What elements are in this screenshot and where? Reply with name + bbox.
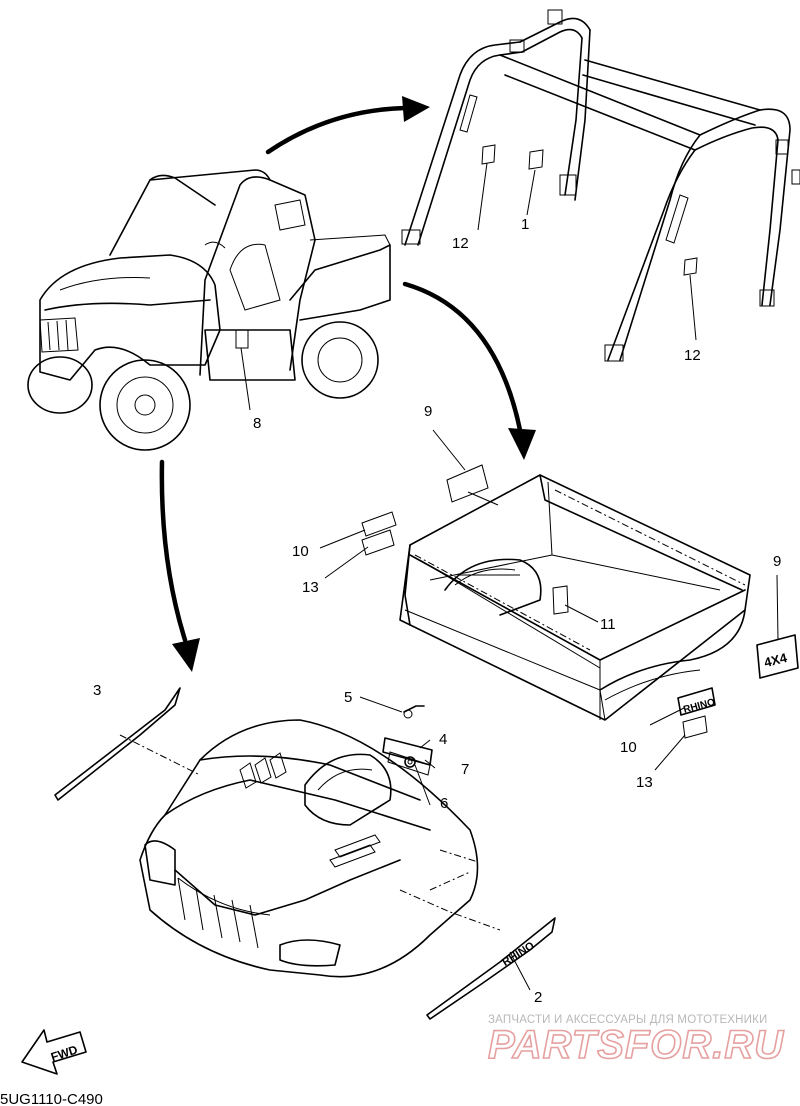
- label-11: 11: [600, 616, 616, 633]
- fwd-arrow: FWD: [21, 1029, 87, 1075]
- part-labels: 1 2 3 4 5 6 7 8 9 9 10 10 11 12 12 13 13: [93, 216, 781, 1006]
- decal-13-right: [682, 715, 708, 739]
- diagram-code: 5UG1110-C490: [0, 1091, 103, 1106]
- label-1: 1: [521, 216, 529, 233]
- label-6: 6: [440, 795, 448, 812]
- decal-8: [235, 329, 249, 349]
- decal-4x4-text: 4X4: [762, 650, 789, 670]
- label-4: 4: [439, 731, 447, 748]
- decal-13-left: [361, 529, 395, 556]
- fwd-text: FWD: [49, 1042, 80, 1064]
- decal-1: [528, 149, 544, 170]
- hood: [139, 719, 479, 978]
- cargo-bed: 4X4 RHINO: [361, 464, 799, 739]
- watermark-brand: PARTSFOR.RU: [488, 1023, 784, 1067]
- decal-rhino-fender-text: RHINO: [682, 697, 716, 716]
- label-13-right: 13: [636, 774, 653, 791]
- roll-cage: [401, 9, 800, 362]
- label-5: 5: [344, 689, 352, 706]
- label-10-right: 10: [620, 739, 637, 756]
- watermark-tagline: ЗАПЧАСТИ И АКСЕССУАРЫ ДЛЯ МОТОТЕХНИКИ: [488, 1014, 768, 1026]
- label-8: 8: [253, 415, 261, 432]
- vehicle-overview: [27, 169, 391, 451]
- decal-11: [552, 585, 569, 615]
- label-2: 2: [534, 989, 542, 1006]
- leader-lines: [119, 162, 779, 991]
- label-13-left: 13: [302, 579, 319, 596]
- decal-9-bed: [446, 464, 489, 503]
- label-12-left: 12: [452, 235, 469, 252]
- label-12-right: 12: [684, 347, 701, 364]
- decal-2-text: RHINO: [500, 940, 537, 969]
- decal-10-left: [361, 511, 397, 537]
- decal-3-stripe: [54, 687, 181, 801]
- label-9-bed: 9: [424, 403, 432, 420]
- hood-small-parts: [382, 705, 433, 776]
- label-9-side: 9: [773, 553, 781, 570]
- decal-rhino-fender: RHINO: [677, 687, 716, 716]
- decal-12-left: [481, 144, 496, 165]
- decal-2-stripe: [426, 917, 556, 1020]
- label-7: 7: [461, 761, 469, 778]
- watermark: ЗАПЧАСТИ И АКСЕССУАРЫ ДЛЯ МОТОТЕХНИКИ PA…: [487, 1014, 784, 1068]
- stripe-decals: RHINO: [54, 687, 556, 1020]
- decal-12-right: [683, 257, 698, 276]
- arrows: [159, 96, 536, 672]
- label-3: 3: [93, 682, 101, 699]
- decal-4x4: 4X4: [756, 634, 799, 679]
- label-10-left: 10: [292, 543, 309, 560]
